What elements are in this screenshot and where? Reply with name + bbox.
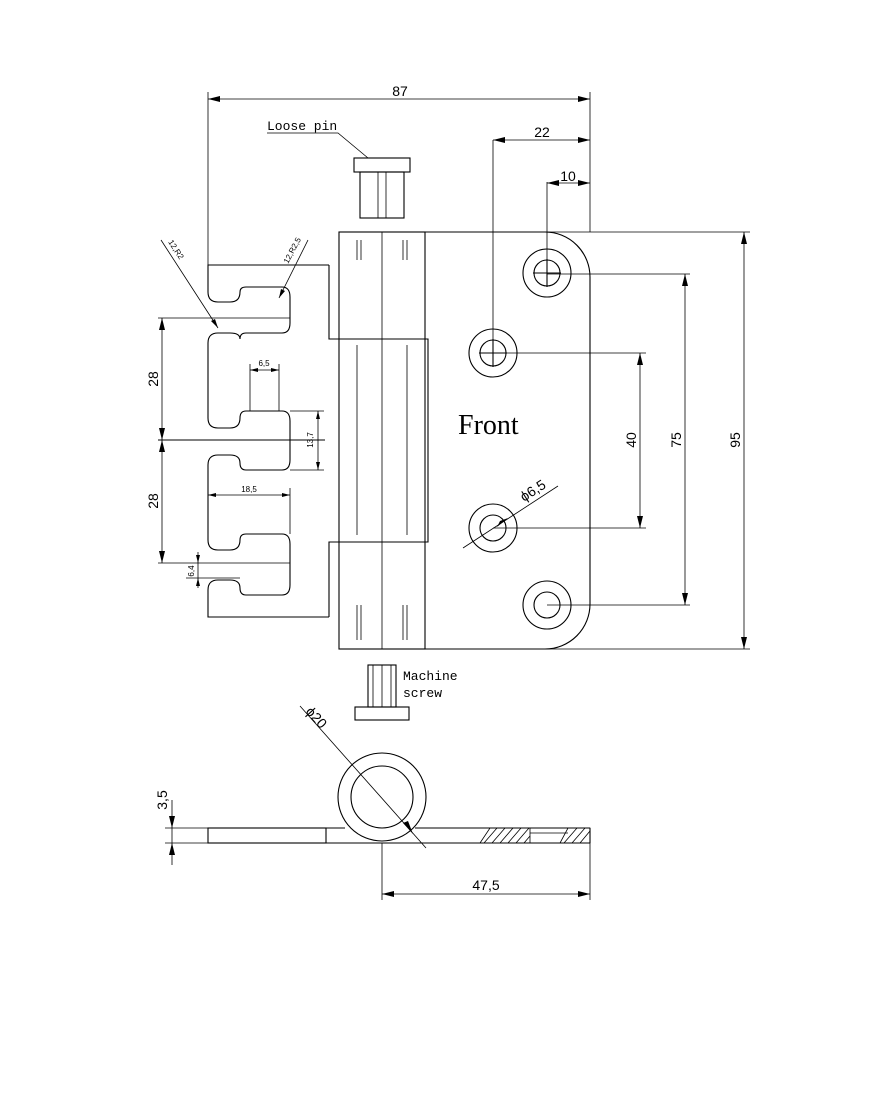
loose-pin: Loose pin: [267, 119, 411, 219]
dim-slot-width: 6,5: [258, 359, 270, 368]
hinge-front-view: Front: [328, 231, 591, 650]
loose-pin-label: Loose pin: [267, 119, 337, 134]
dim-pin-offset: 47,5: [472, 877, 499, 893]
hinge-leaf-plate: [425, 231, 591, 650]
dim-hole-span-40: 40: [623, 432, 639, 448]
dim-height-95: 95: [727, 432, 743, 448]
dim-knuckle-diameter: ϕ20: [303, 703, 331, 731]
machine-screw-label-line1: Machine: [403, 669, 458, 684]
dim-radius-r25: 12,R2,5: [282, 235, 303, 264]
dim-hole-diameter: ϕ6,5: [517, 476, 549, 504]
dim-slot-pitch-lower: 28: [145, 493, 161, 509]
dim-slot-depth: 18,5: [241, 485, 257, 494]
machine-screw-label-line2: screw: [403, 686, 442, 701]
hinge-side-view: [207, 752, 591, 844]
dim-slot-pitch-upper: 28: [145, 371, 161, 387]
dim-thickness: 3,5: [154, 790, 170, 810]
machine-screw: Machine screw: [354, 664, 458, 721]
dim-slot-gap: 6,4: [187, 565, 196, 577]
dim-radius-r2: 12,R2: [166, 238, 185, 261]
dim-hole-offset-22: 22: [534, 124, 550, 140]
dim-hole-offset-10: 10: [560, 168, 576, 184]
dim-hole-span-75: 75: [668, 432, 684, 448]
front-label: Front: [458, 410, 519, 441]
dim-slot-height: 13,7: [306, 432, 315, 448]
dim-overall-width: 87: [392, 83, 408, 99]
